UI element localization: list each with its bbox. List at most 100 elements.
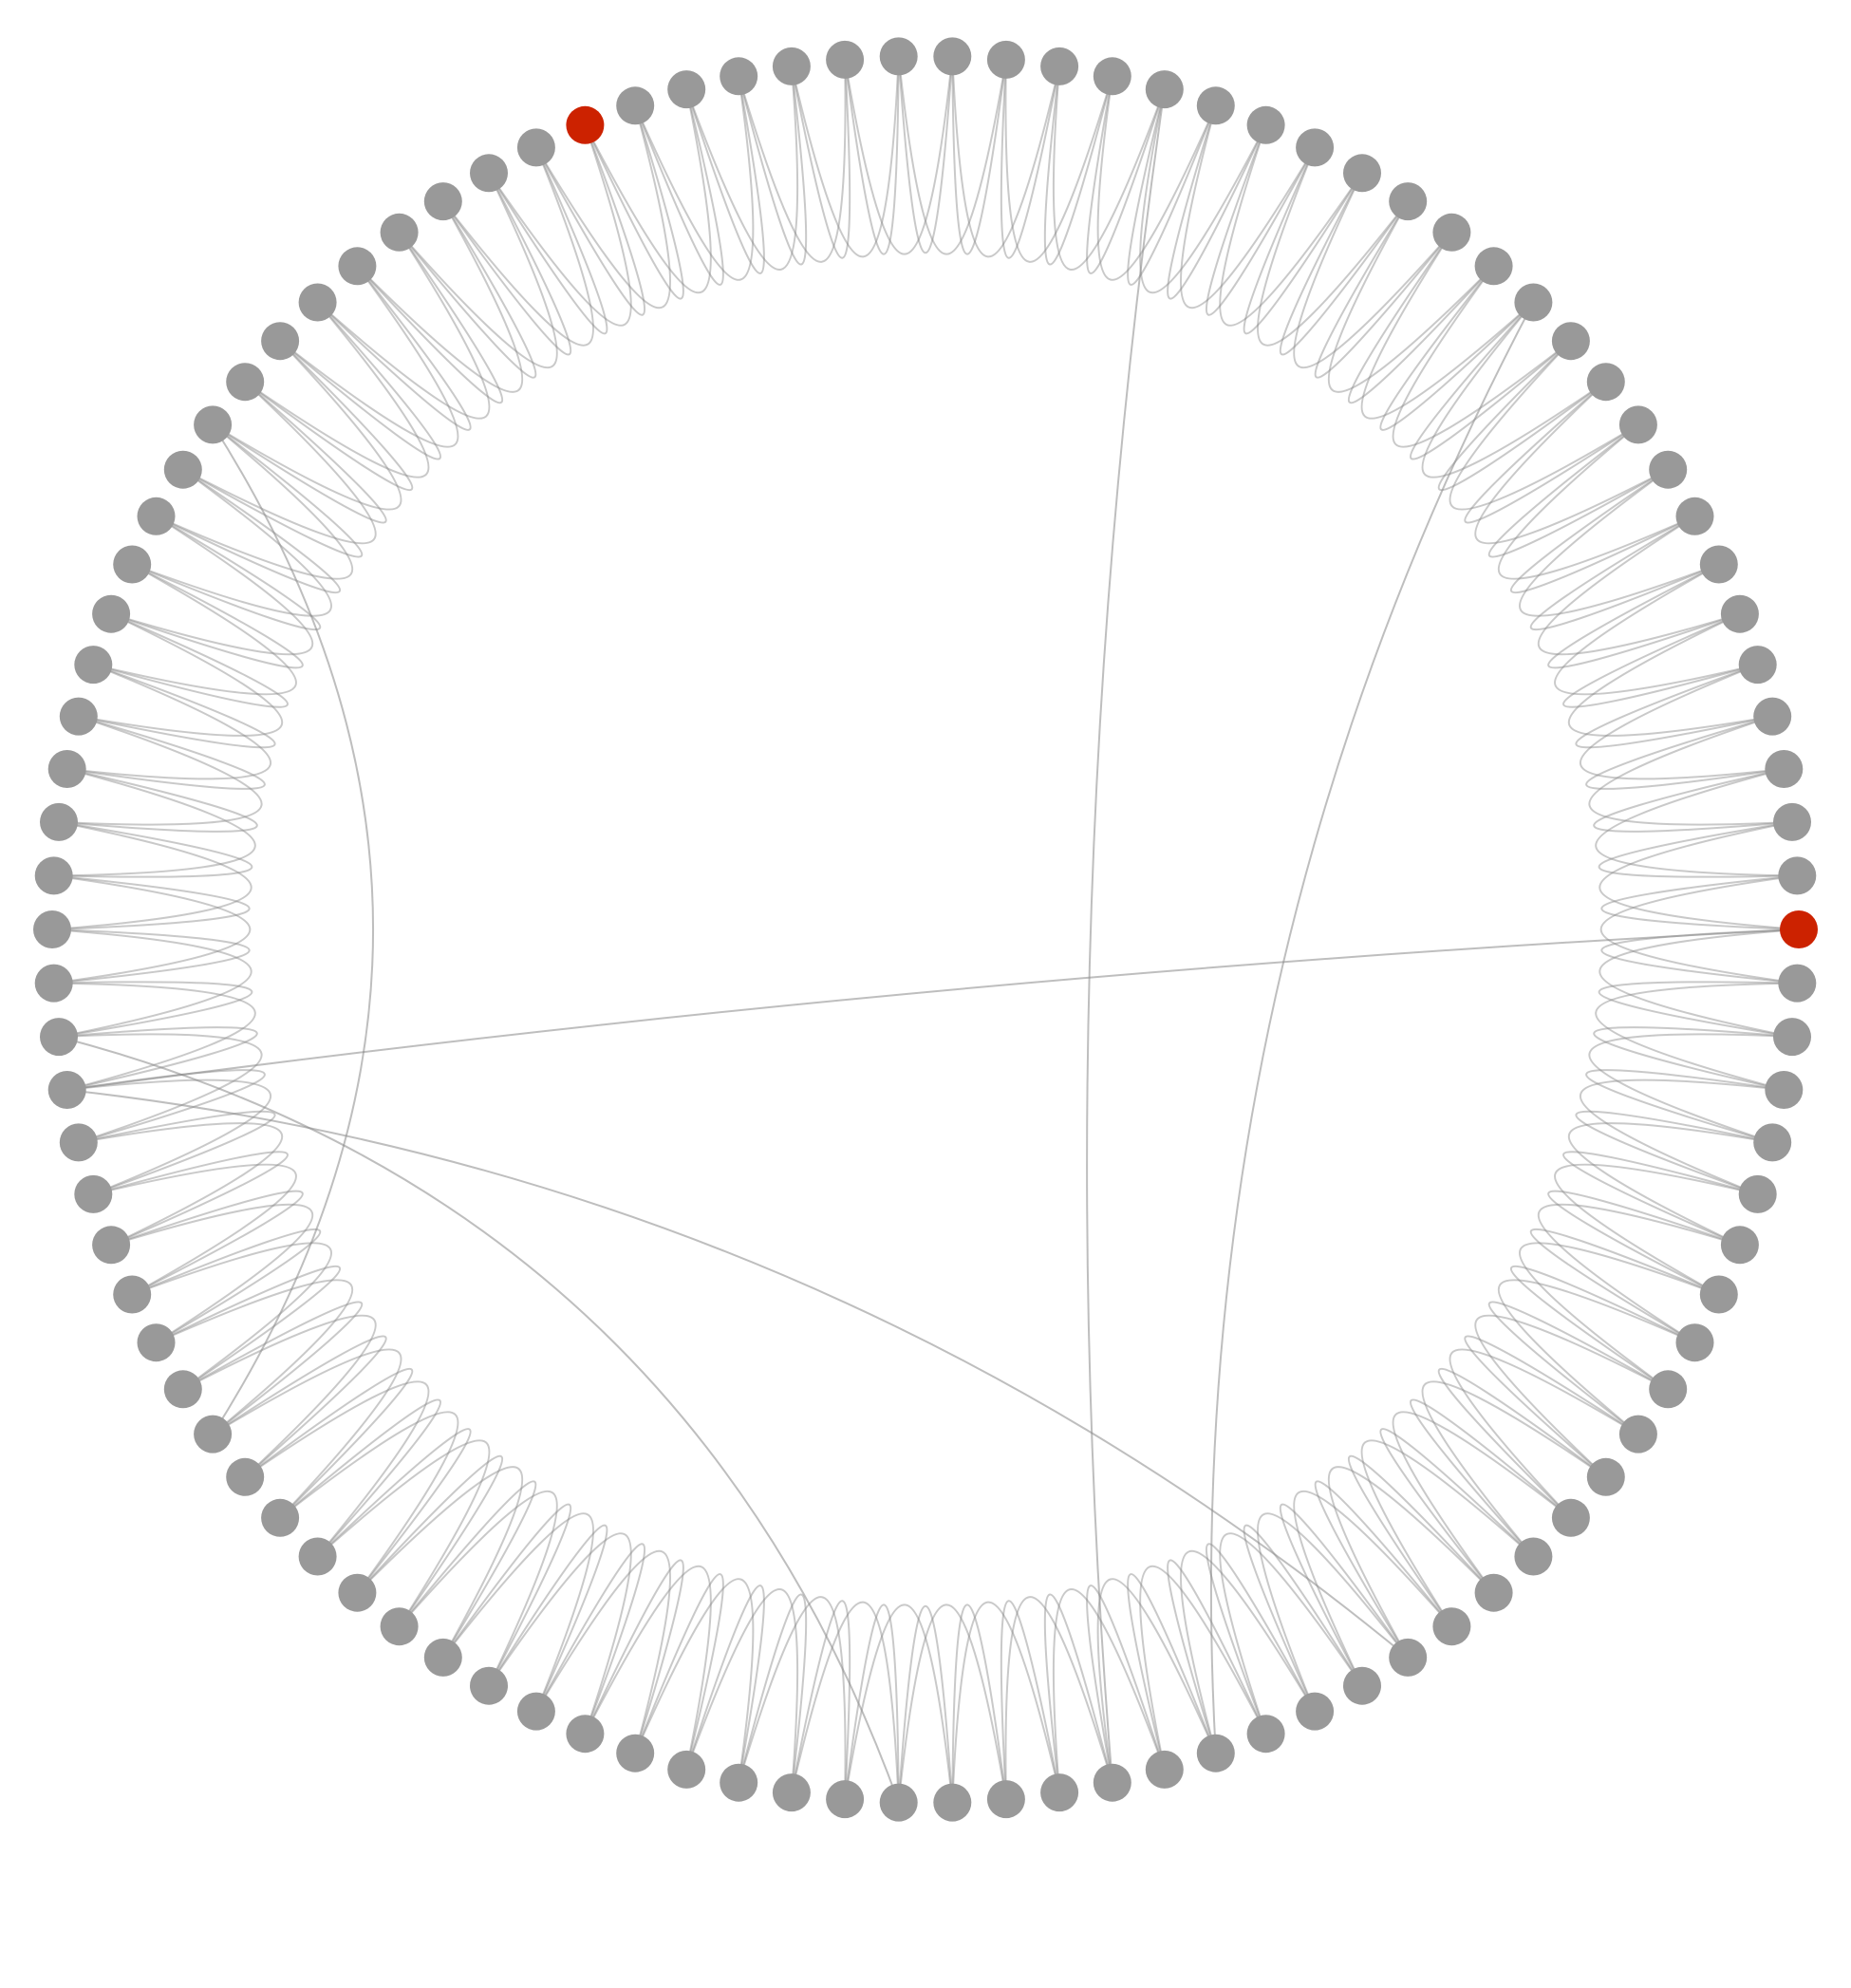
network-node — [1474, 247, 1513, 286]
network-node — [1586, 1457, 1625, 1496]
ring-edge — [53, 768, 256, 877]
ring-edge — [897, 1604, 1007, 1803]
ring-edge — [78, 664, 276, 749]
network-node — [986, 40, 1025, 79]
ring-edge — [1593, 768, 1793, 833]
long-range-edge — [66, 1089, 1409, 1659]
ring-edge — [93, 1151, 289, 1247]
ring-edge — [131, 515, 322, 631]
ring-edge — [51, 928, 252, 1039]
ring-edge — [1379, 265, 1535, 431]
network-node — [1778, 856, 1817, 895]
ring-edge — [1464, 381, 1639, 524]
ring-edge — [1599, 874, 1798, 985]
ring-edge — [1510, 468, 1695, 594]
network-node — [40, 1018, 78, 1057]
ring-edge — [1598, 820, 1798, 878]
ring-edge — [634, 76, 755, 281]
ring-edge — [1421, 301, 1607, 478]
ring-edge — [1043, 66, 1113, 266]
ring-edge — [1498, 1279, 1695, 1435]
ring-edge — [110, 515, 314, 656]
network-node — [1432, 1607, 1471, 1646]
ring-edge — [53, 874, 252, 985]
ring-edge — [156, 1265, 341, 1391]
highlighted-node — [1780, 910, 1818, 948]
network-node — [1196, 1734, 1235, 1772]
ring-edge — [212, 381, 387, 524]
ring-edge — [1096, 76, 1217, 281]
network-node — [616, 1734, 655, 1772]
network-node — [1649, 450, 1688, 489]
network-node — [338, 247, 377, 286]
ring-edge — [1588, 715, 1793, 826]
ring-edge — [1585, 715, 1785, 790]
ring-edge — [316, 265, 472, 431]
ring-edge — [1000, 59, 1061, 259]
ring-edge — [1575, 664, 1773, 749]
network-node — [1145, 70, 1184, 109]
network-node — [1618, 405, 1657, 444]
network-node — [1474, 1573, 1513, 1612]
long-range-edge — [1086, 88, 1166, 1783]
ring-edge — [1449, 340, 1639, 511]
network-node — [47, 750, 86, 788]
ring-edge — [634, 1578, 755, 1783]
ring-edge — [398, 1490, 558, 1687]
ring-edge — [1579, 664, 1785, 780]
network-node — [1343, 1666, 1381, 1705]
network-node — [1145, 1750, 1184, 1789]
network-node — [1196, 86, 1235, 125]
ring-edge — [212, 1335, 387, 1478]
ring-edge — [488, 146, 608, 335]
ring-edge — [844, 1604, 900, 1803]
network-node — [879, 37, 918, 76]
ring-edge — [110, 1190, 304, 1296]
ring-edge — [1243, 1524, 1363, 1713]
ring-edge — [279, 265, 459, 448]
network-node — [1093, 57, 1131, 96]
network-node — [470, 154, 508, 193]
ring-edge — [1127, 88, 1217, 286]
ring-edge — [844, 56, 954, 255]
ring-edge — [51, 874, 251, 930]
long-range-edge — [58, 1036, 900, 1803]
network-node — [380, 1607, 419, 1646]
ring-edge — [212, 1348, 402, 1519]
network-node — [226, 1457, 265, 1496]
network-node — [1649, 1370, 1688, 1409]
ring-edge — [442, 1512, 594, 1712]
ring-edge — [1180, 105, 1316, 309]
network-node — [1773, 1018, 1811, 1057]
network-node — [113, 1275, 152, 1314]
network-node — [772, 47, 811, 85]
ring-edge — [1437, 1367, 1607, 1519]
ring-edge — [78, 1110, 276, 1195]
network-node — [1720, 594, 1759, 633]
ring-edge — [844, 56, 900, 255]
ring-edge — [738, 1593, 808, 1793]
network-node — [1773, 802, 1811, 841]
network-node — [879, 1783, 918, 1822]
network-node — [137, 1323, 176, 1362]
network-node — [194, 405, 233, 444]
ring-edge — [844, 1604, 954, 1803]
ring-edge — [182, 1314, 377, 1478]
ring-edge — [66, 715, 266, 790]
ring-edge — [244, 340, 414, 492]
network-node — [1296, 128, 1335, 167]
ring-edge — [1139, 1565, 1267, 1771]
ring-edge — [78, 1122, 284, 1247]
ring-edge — [1498, 423, 1695, 580]
ring-edge — [316, 1428, 472, 1594]
ring-edge — [685, 1585, 765, 1783]
network-node — [59, 697, 98, 736]
network-node — [74, 646, 113, 685]
network-node — [933, 37, 972, 76]
ring-edge — [535, 1543, 646, 1735]
ring-edge — [790, 1600, 851, 1800]
ring-edge — [1347, 232, 1495, 404]
ring-edge — [156, 468, 341, 594]
ring-edge — [1360, 1439, 1535, 1627]
